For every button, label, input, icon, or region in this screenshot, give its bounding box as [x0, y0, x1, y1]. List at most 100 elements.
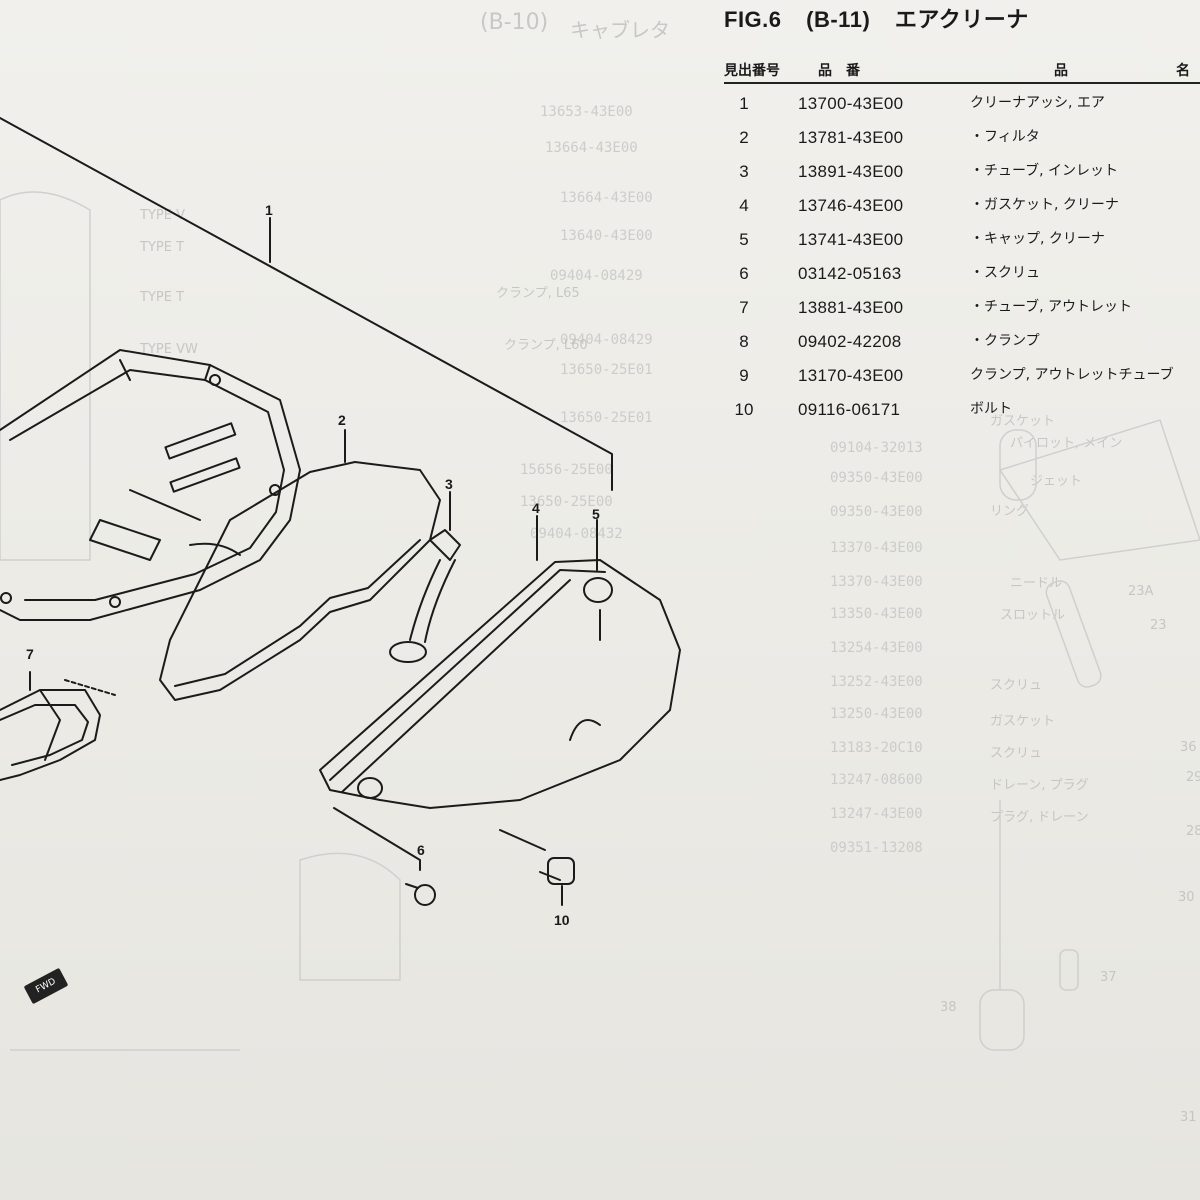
ref-number: 1	[739, 94, 749, 113]
ghost-num: 13254-43E00	[830, 640, 923, 656]
ghost-num: 13650-25E01	[560, 410, 653, 426]
ghost-label: 29	[1186, 770, 1200, 785]
table-row: 2 13781-43E00 ・フィルタ	[724, 120, 1200, 154]
ghost-num: 13640-43E00	[560, 228, 653, 244]
ref-number: 6	[739, 264, 749, 283]
part-name: ・チューブ, インレット	[970, 163, 1119, 179]
ghost-num: 13247-43E00	[830, 806, 923, 822]
exploded-diagram: 1 2 3 4 5 6 7 10 FWD	[0, 117, 681, 1005]
ghost-num: 13370-43E00	[830, 540, 923, 556]
callout-3: 3	[445, 476, 453, 492]
ghost-label: スクリュ	[990, 746, 1043, 761]
part-number: 13781-43E00	[798, 128, 904, 147]
inlet-tube	[389, 491, 461, 663]
ghost-label: TYPE T	[140, 290, 185, 305]
ref-number: 2	[739, 128, 749, 147]
ghost-num: 13650-25E00	[520, 494, 613, 510]
ghost-label: 23	[1150, 618, 1167, 633]
header-part-number: 品 番	[818, 63, 860, 79]
part-number: 13170-43E00	[798, 366, 904, 385]
outlet-tube	[0, 671, 116, 781]
ghost-label: 36	[1180, 740, 1197, 755]
callout-6: 6	[417, 842, 425, 858]
ghost-label: ガスケット	[990, 714, 1056, 729]
ghost-label: 23A	[1128, 584, 1154, 599]
part-name: ボルト	[970, 401, 1012, 417]
part-name: クリーナアッシ, エア	[970, 95, 1105, 111]
ghost-header: キャブレタ	[570, 18, 670, 42]
ghost-num: 09404-08429	[550, 268, 643, 284]
ghost-label: 31	[1180, 1110, 1197, 1125]
ghost-label: スクリュ	[990, 678, 1043, 693]
air-cleaner-case	[0, 349, 301, 621]
filter-element	[159, 429, 441, 701]
part-name: ・チューブ, アウトレット	[970, 299, 1133, 315]
ghost-label: リング	[990, 504, 1030, 519]
ref-number: 9	[739, 366, 749, 385]
ghost-label: TYPE V	[140, 208, 185, 223]
ghost-num: 09104-32013	[830, 440, 923, 456]
table-row: 1 13700-43E00 クリーナアッシ, エア	[724, 86, 1200, 120]
ref-number: 8	[739, 332, 749, 351]
screw-6	[333, 807, 436, 906]
ghost-label: ニードル	[1010, 576, 1063, 591]
ghost-label: 38	[940, 1000, 957, 1015]
ghost-num: 13650-25E01	[560, 362, 653, 378]
callout-1: 1	[265, 202, 273, 218]
part-number: 13700-43E00	[798, 94, 904, 113]
ghost-label: ガスケット	[990, 414, 1056, 429]
ghost-label: ドレーン, プラグ	[990, 778, 1089, 793]
part-number: 13746-43E00	[798, 196, 904, 215]
ghost-num: 13247-08600	[830, 772, 923, 788]
ghost-num: 13250-43E00	[830, 706, 923, 722]
part-number: 13891-43E00	[798, 162, 904, 181]
part-name: ・スクリュ	[970, 265, 1040, 281]
ghost-num: 09404-08432	[530, 526, 623, 542]
ghost-label: プラグ, ドレーン	[990, 810, 1089, 825]
part-number: 09116-06171	[798, 400, 901, 419]
ghost-code: (B-10)	[480, 10, 549, 35]
ghost-label: 37	[1100, 970, 1117, 985]
ghost-num: 09404-08429	[560, 332, 653, 348]
ghost-label: ジェット	[1030, 474, 1083, 489]
figure-label: FIG.6	[724, 7, 782, 32]
ghost-label: クランプ, L60	[504, 338, 588, 353]
part-name: ・クランプ	[970, 333, 1040, 349]
part-name: ・キャップ, クリーナ	[970, 231, 1105, 247]
ghost-label: パイロット, メイン	[1010, 436, 1123, 451]
ghost-label: TYPE VW	[140, 342, 198, 357]
parts-table: 1 13700-43E00 クリーナアッシ, エア 2 13781-43E00 ・フィル…	[724, 86, 1200, 426]
ref-number: 3	[739, 162, 749, 181]
header-name-a: 品	[1054, 63, 1068, 79]
ghost-label: スロットル	[1000, 608, 1066, 623]
ghost-num: 13664-43E00	[560, 190, 653, 206]
part-number: 09402-42208	[798, 332, 902, 351]
callout-7: 7	[26, 646, 34, 662]
ghost-num: 13653-43E00	[540, 104, 633, 120]
ghost-num: 13183-20C10	[830, 740, 923, 756]
callout-10: 10	[554, 912, 570, 928]
ghost-label: 28	[1186, 824, 1200, 839]
part-number: 03142-05163	[798, 264, 902, 283]
ghost-num: 13370-43E00	[830, 574, 923, 590]
cleaner-cap	[319, 515, 681, 809]
part-number: 13741-43E00	[798, 230, 904, 249]
ghost-num: 13350-43E00	[830, 606, 923, 622]
part-name: ・ガスケット, クリーナ	[970, 197, 1119, 213]
figure-name: エアクリーナ	[894, 7, 1029, 32]
table-row: 5 13741-43E00 ・キャップ, クリーナ	[724, 222, 1200, 256]
part-name: ・フィルタ	[970, 129, 1040, 145]
ref-number: 5	[739, 230, 749, 249]
diagram-drawing	[0, 117, 681, 906]
ghost-num: 13252-43E00	[830, 674, 923, 690]
ghost-num: 09351-13208	[830, 840, 923, 856]
bolt-10	[499, 829, 575, 906]
ghost-label: クランプ, L65	[496, 286, 580, 301]
header-name-b: 名	[1176, 63, 1190, 79]
figure-title: FIG.6 (B-11) エアクリーナ	[724, 2, 1047, 34]
